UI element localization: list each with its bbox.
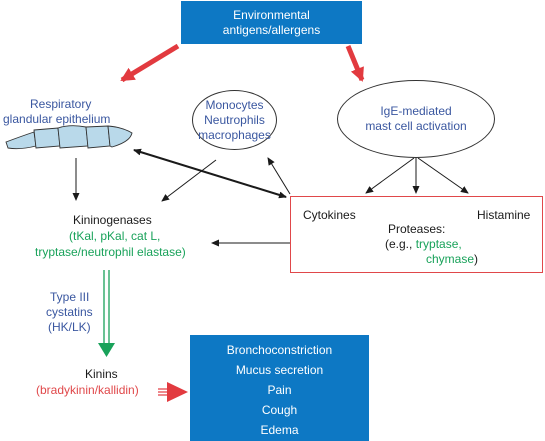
mast-cell-line-2: mast cell activation — [365, 119, 467, 133]
chymase-label: chymase — [426, 252, 475, 266]
monocytes-line-1: Monocytes — [205, 97, 264, 112]
effect-bronchoconstriction: Bronchoconstriction — [226, 343, 333, 357]
arrow-kininogenases-to-kinins — [98, 270, 115, 357]
arrow-mast-to-histamine — [417, 157, 469, 194]
chymase-line: chymase) — [426, 252, 478, 267]
arrow-mediators-to-monocytes — [267, 157, 291, 195]
effect-cough: Cough — [261, 403, 298, 417]
kininogenases-line-1: (tKal, pKal, cat L, — [69, 229, 161, 243]
epithelium-label-2: glandular epithelium — [3, 112, 111, 126]
proteases-label: Proteases: — [388, 222, 446, 236]
arrow-mast-to-cytokines — [365, 157, 415, 194]
proteases-examples: (e.g., tryptase, — [385, 237, 462, 252]
kininogenases-title: Kininogenases — [73, 213, 152, 227]
tryptase-label: tryptase, — [415, 237, 462, 251]
mediators-box — [290, 196, 543, 273]
monocytes-line-3: macrophages — [198, 127, 271, 142]
arrow-epithelium-mediators-bidirectional — [133, 148, 287, 199]
kinins-title: Kinins — [85, 367, 118, 381]
epithelium-cells-shape — [5, 125, 133, 150]
monocytes-line-2: Neutrophils — [204, 112, 265, 127]
cystatins-line-1: Type III — [50, 290, 90, 304]
effects-box: Bronchoconstriction Mucus secretion Pain… — [190, 335, 369, 441]
effect-pain: Pain — [267, 383, 292, 397]
kininogenases-line-2: tryptase/neutrophil elastase) — [35, 245, 186, 259]
cystatins-line-2: cystatins — [46, 305, 93, 319]
mast-cell-ellipse: IgE-mediated mast cell activation — [337, 80, 495, 158]
epithelium-label-1: Respiratory — [30, 97, 92, 111]
mast-cell-line-1: IgE-mediated — [380, 104, 452, 118]
histamine-label: Histamine — [477, 208, 531, 222]
environmental-line-1: Environmental — [233, 8, 310, 22]
environmental-antigens-box: Environmental antigens/allergens — [181, 1, 362, 44]
cytokines-label: Cytokines — [303, 208, 356, 222]
cystatins-line-3: (HK/LK) — [48, 320, 91, 334]
kinins-subtitle: (bradykinin/kallidin) — [36, 383, 139, 397]
monocytes-ellipse: Monocytes Neutrophils macrophages — [192, 90, 277, 150]
proteases-close: ) — [474, 252, 479, 266]
proteases-eg-prefix: (e.g., — [385, 237, 416, 251]
arrow-env-to-mast-cell — [345, 45, 365, 82]
arrow-env-to-epithelium — [120, 43, 180, 83]
environmental-line-2: antigens/allergens — [222, 23, 321, 37]
effect-mucus-secretion: Mucus secretion — [235, 363, 324, 377]
arrow-kinins-to-effects — [158, 382, 188, 402]
effect-edema: Edema — [260, 423, 299, 437]
